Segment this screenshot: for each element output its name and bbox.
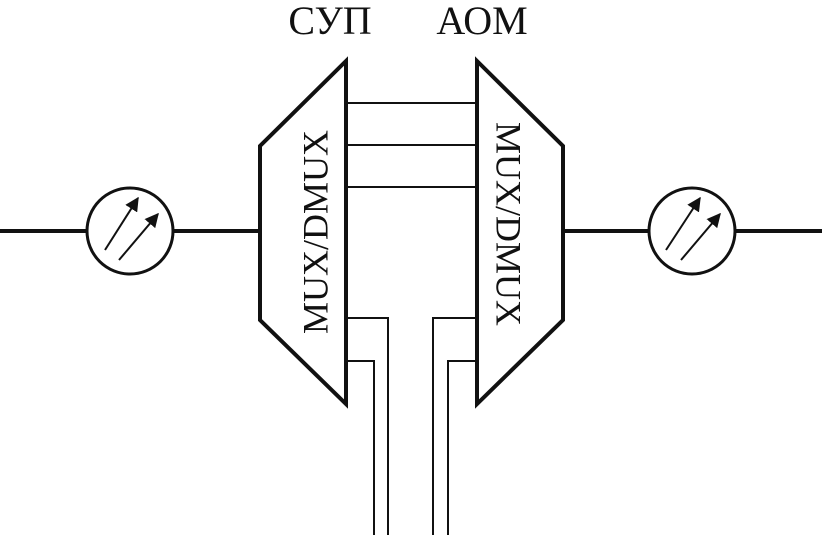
right-amplifier-icon	[647, 186, 737, 276]
left-block-title: СУП	[288, 0, 371, 43]
right-block-title: АОМ	[436, 0, 527, 43]
drop-path-outer	[346, 317, 389, 535]
left-block-label: MUX/DMUX	[295, 130, 335, 334]
left-amplifier-icon	[85, 186, 175, 276]
right-block-label: MUX/DMUX	[489, 122, 529, 326]
add-path-outer	[432, 317, 477, 535]
right-mux-dmux-block: MUX/DMUX	[475, 56, 565, 409]
add-path-inner	[447, 360, 477, 535]
drop-path-inner	[346, 360, 375, 535]
left-mux-dmux-block: MUX/DMUX	[258, 56, 348, 409]
